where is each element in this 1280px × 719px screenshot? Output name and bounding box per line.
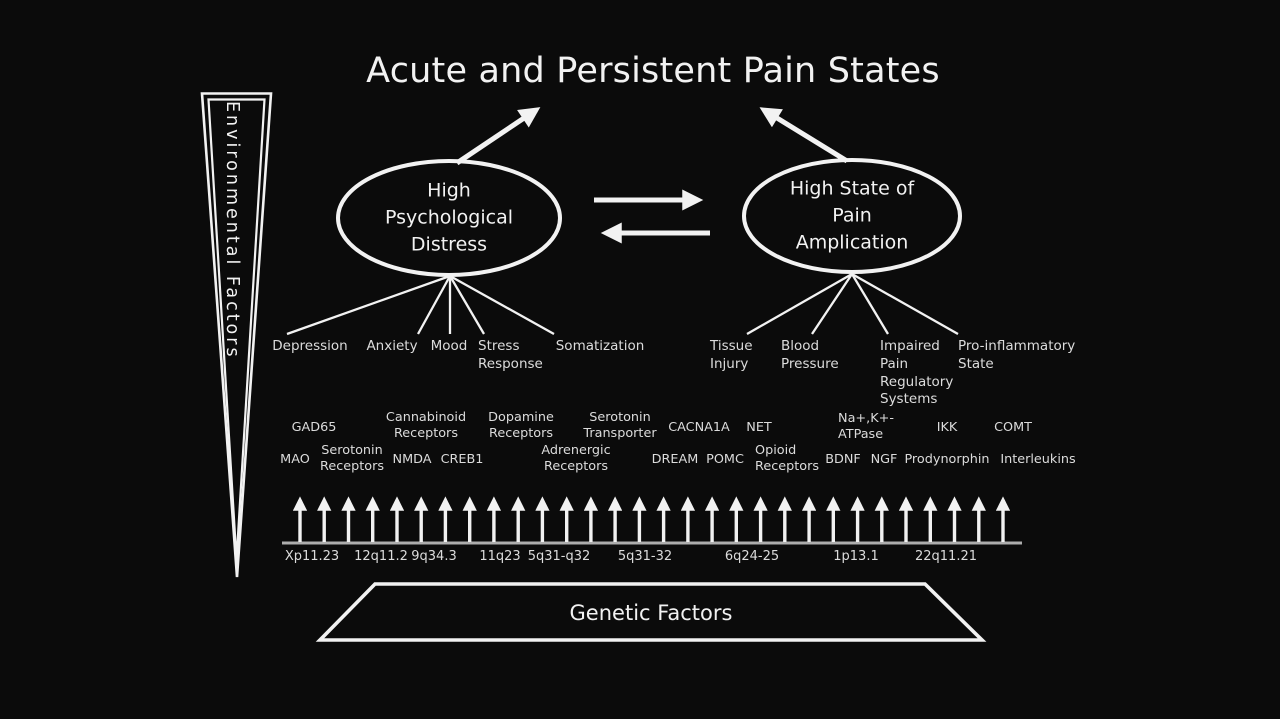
gene-label: CREB1 — [440, 452, 484, 467]
gene-label: Prodynorphin — [904, 452, 990, 467]
gene-arrow-row — [292, 496, 1011, 542]
locus-label: 5q31-q32 — [527, 549, 591, 564]
left-node-ellipse — [336, 159, 562, 277]
page-title: Acute and Persistent Pain States — [366, 51, 940, 91]
factor-label: Pro-inflammatory State — [958, 338, 1076, 372]
factor-label: Mood — [430, 338, 468, 354]
factor-label: Depression — [272, 338, 348, 354]
gene-label: Adrenergic Receptors — [541, 443, 611, 474]
gene-label: Dopamine Receptors — [488, 410, 554, 441]
gene-label: Serotonin Transporter — [583, 410, 657, 441]
factor-label: Tissue Injury — [710, 338, 753, 372]
gene-label: Serotonin Receptors — [320, 443, 384, 474]
gene-label: NGF — [870, 452, 898, 467]
locus-label: 1p13.1 — [833, 549, 879, 564]
gene-label: MAO — [280, 452, 310, 467]
left-factor-fan — [286, 274, 555, 336]
environmental-factors-label: Environmental Factors — [222, 101, 242, 360]
locus-label: 11q23 — [479, 549, 521, 564]
gene-label: NMDA — [392, 452, 432, 467]
factor-label: Somatization — [555, 338, 645, 354]
genetic-factors-label: Genetic Factors — [569, 601, 733, 625]
factor-label: Anxiety — [366, 338, 418, 354]
right-factor-fan — [746, 272, 959, 336]
right-node-label: High State of Pain Amplication — [789, 177, 915, 254]
locus-label: 9q34.3 — [411, 549, 457, 564]
gene-label: NET — [746, 420, 772, 435]
gene-label: Interleukins — [1000, 452, 1076, 467]
gene-label: COMT — [994, 420, 1032, 435]
locus-label: 6q24-25 — [724, 549, 780, 564]
gene-label: IKK — [936, 420, 958, 435]
right-node-to-title-arrow — [759, 107, 849, 164]
gene-label: Cannabinoid Receptors — [385, 410, 467, 441]
genetic-band-outline — [315, 582, 987, 642]
gene-label: BDNF — [825, 452, 861, 467]
locus-label: 22q11.21 — [914, 549, 978, 564]
locus-label: 12q11.2 — [354, 549, 408, 564]
environmental-funnel-outline — [200, 92, 273, 578]
gene-label: CACNA1A — [668, 420, 730, 435]
gene-label: DREAM — [651, 452, 699, 467]
locus-label: Xp11.23 — [284, 549, 340, 564]
gene-label: Na+,K+- ATPase — [838, 411, 894, 442]
factor-label: Blood Pressure — [781, 338, 839, 372]
factor-label: Impaired Pain Regulatory Systems — [880, 338, 954, 408]
gene-label: Opioid Receptors — [755, 443, 819, 474]
factor-label: Stress Response — [478, 338, 543, 372]
left-node-label: High Psychological Distress — [385, 179, 513, 256]
left-node-to-title-arrow — [455, 107, 541, 166]
gene-label: POMC — [706, 452, 744, 467]
locus-label: 5q31-32 — [617, 549, 673, 564]
environmental-funnel-inner-outline — [207, 98, 266, 561]
right-node-ellipse — [742, 158, 962, 274]
gene-label: GAD65 — [291, 420, 337, 435]
